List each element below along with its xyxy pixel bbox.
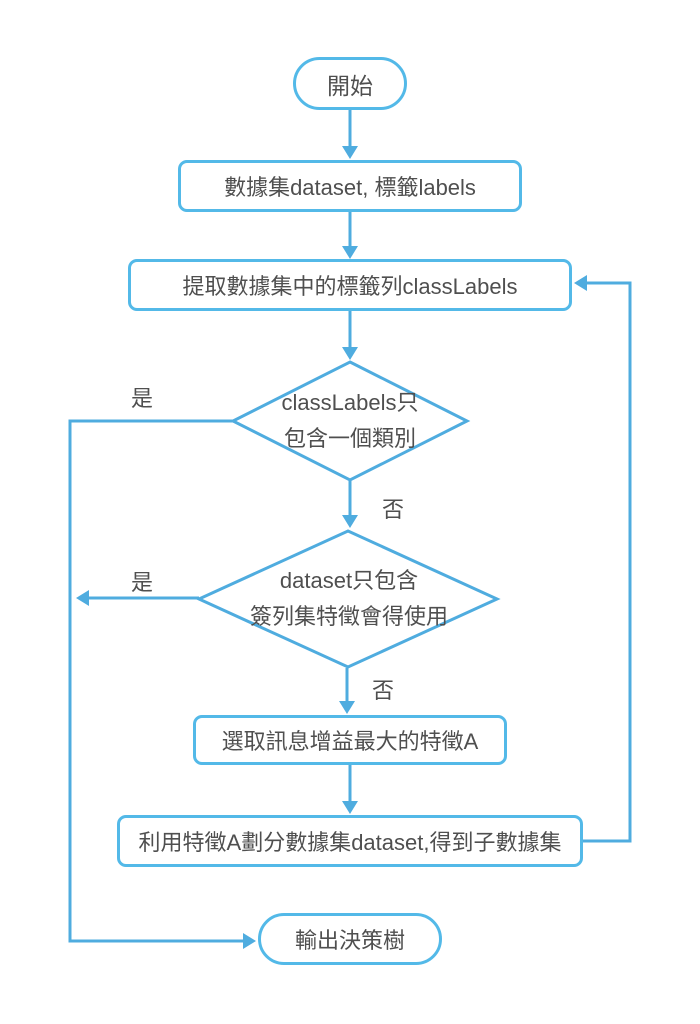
dataset-input-node: 數據集dataset, 標籤labels [178,160,522,212]
arrowhead-into-output [243,933,256,949]
edge-label-no-2: 否 [372,678,395,703]
output-tree-node: 輸出決策樹 [258,913,442,965]
arrowhead-into-decision2 [342,515,358,528]
edge-decision1-yes [68,419,244,943]
arrowhead-into-split [342,801,358,814]
start-node: 開始 [293,57,407,110]
arrowhead-into-input [342,146,358,159]
edge-label-yes-1: 是 [131,386,154,411]
edge-loop-back [583,281,632,843]
edge-label-no-1: 否 [382,497,405,522]
decision1-diamond-shape [229,360,471,482]
decision2-diamond-shape [195,529,501,669]
decision2-label: dataset只包含 簽列集特徵會得使用 [249,568,448,629]
select-feature-node: 選取訊息增益最大的特徵A [193,715,507,765]
arrowhead-into-decision1 [342,347,358,360]
arrowhead-yes2-into-line [76,590,89,606]
arrowhead-into-extract [342,246,358,259]
split-dataset-node: 利用特徵A劃分數據集dataset,得到子數據集 [117,815,583,867]
arrowhead-loop-into-extract [574,275,587,291]
arrowhead-into-select [339,701,355,714]
decision1-label: classLabels只 包含一個類別 [281,390,419,451]
extract-labels-node: 提取數據集中的標籤列classLabels [128,259,572,311]
edge-label-yes-2: 是 [131,570,154,595]
